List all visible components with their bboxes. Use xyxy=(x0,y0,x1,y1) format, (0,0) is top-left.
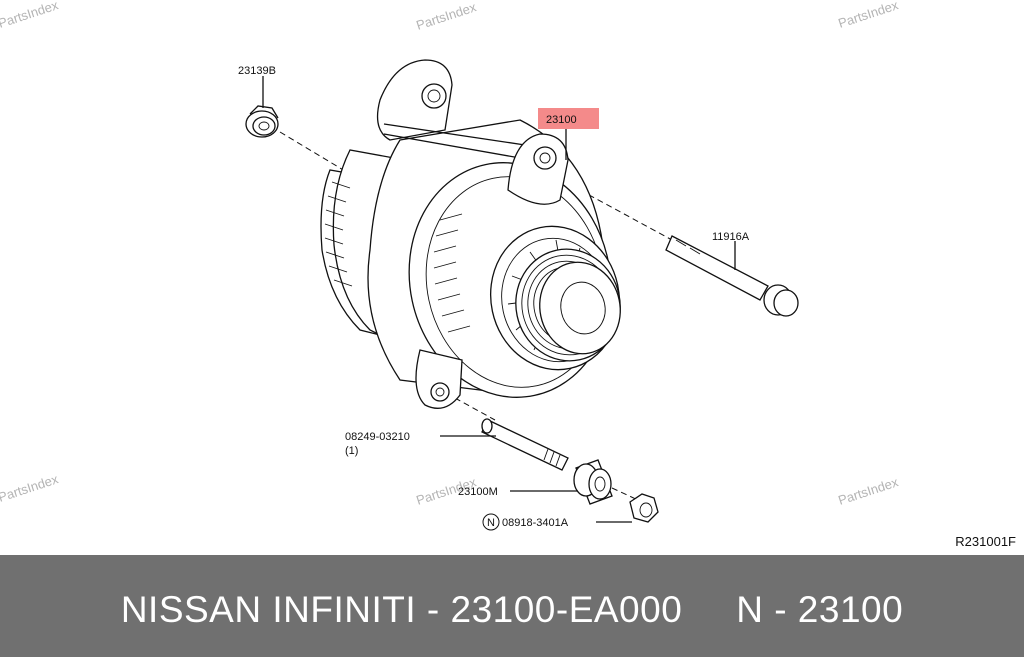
n-symbol: N xyxy=(487,517,495,529)
hex-nut-icon[interactable] xyxy=(629,493,659,523)
callout-08918-3401a[interactable]: 08918-3401A xyxy=(502,517,569,529)
watermark: PartsIndex xyxy=(414,0,478,33)
long-bolt-icon[interactable] xyxy=(665,235,799,317)
watermark: PartsIndex xyxy=(0,471,61,505)
callout-23139b[interactable]: 23139B xyxy=(238,65,276,77)
watermark: PartsIndex xyxy=(836,474,900,508)
callout-08249-03210[interactable]: 08249-03210 xyxy=(345,431,410,443)
part-number-caption: NISSAN INFINITI - 23100-EA000 N - 23100 xyxy=(120,589,904,630)
rear-fins xyxy=(324,181,353,287)
callout-quantity: (1) xyxy=(345,445,358,457)
watermark: PartsIndex xyxy=(0,0,61,31)
alternator-icon[interactable] xyxy=(320,59,633,416)
part-highlight xyxy=(538,108,599,129)
n-symbol-circle xyxy=(482,513,500,531)
leader-lines xyxy=(262,76,736,523)
spacer-icon[interactable] xyxy=(573,459,613,505)
stud-bolt-icon[interactable] xyxy=(481,418,569,471)
parts-diagram: PartsIndex PartsIndex PartsIndex PartsIn… xyxy=(0,0,1017,549)
watermark: PartsIndex xyxy=(836,0,900,31)
callout-23100m[interactable]: 23100M xyxy=(458,486,498,498)
callouts: 23139B 23100 11916A 08249-03210 (1) 2310… xyxy=(238,65,750,531)
figure-code: R231001F xyxy=(955,534,1016,549)
exploded-view: PartsIndex PartsIndex PartsIndex PartsIn… xyxy=(0,0,1016,549)
callout-23100[interactable]: 23100 xyxy=(546,114,577,126)
flange-nut-icon[interactable] xyxy=(245,105,279,138)
footer-bar: NISSAN INFINITI - 23100-EA000 N - 23100 xyxy=(0,555,1024,657)
callout-11916a[interactable]: 11916A xyxy=(712,231,750,243)
front-vents xyxy=(433,213,471,333)
